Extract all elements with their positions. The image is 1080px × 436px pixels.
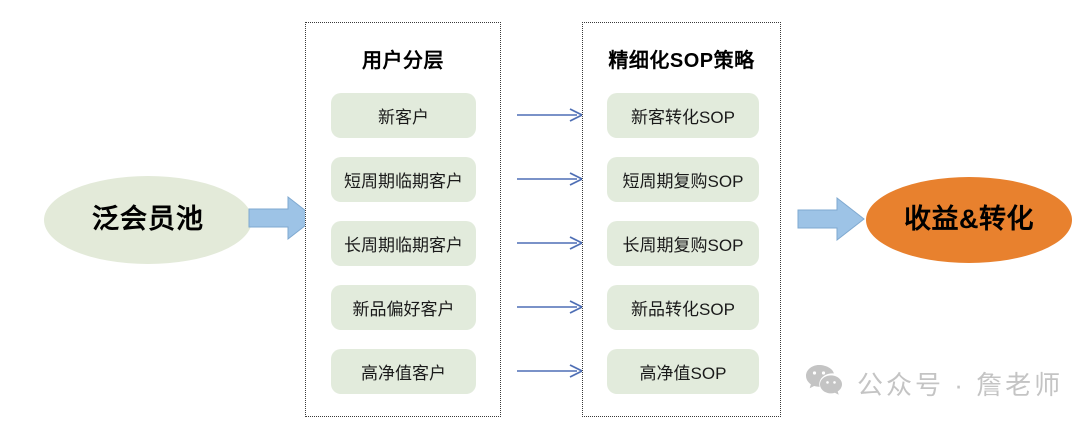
connector-arrow-3 bbox=[517, 236, 585, 250]
panel-sop-title: 精细化SOP策略 bbox=[608, 50, 755, 72]
outcome-ellipse: 收益&转化 bbox=[866, 177, 1072, 263]
panel-sop: 精细化SOP策略 新客转化SOP 短周期复购SOP 长周期复购SOP 新品转化S… bbox=[582, 22, 781, 417]
segment-item-3[interactable]: 长周期临期客户 bbox=[331, 221, 476, 266]
watermark-text: 公众号 · 詹老师 bbox=[857, 370, 1064, 400]
sop-item-2-label: 短周期复购SOP bbox=[622, 172, 744, 191]
connector-arrow-4 bbox=[517, 300, 585, 314]
sop-item-5-label: 高净值SOP bbox=[639, 364, 727, 383]
sop-item-4[interactable]: 新品转化SOP bbox=[607, 285, 759, 330]
sop-item-1-label: 新客转化SOP bbox=[631, 108, 735, 127]
segment-item-5[interactable]: 高净值客户 bbox=[331, 349, 476, 394]
watermark: 公众号 · 詹老师 bbox=[805, 364, 1063, 403]
panel-segmentation-title: 用户分层 bbox=[362, 50, 444, 72]
segment-item-4[interactable]: 新品偏好客户 bbox=[331, 285, 476, 330]
source-ellipse-label: 泛会员池 bbox=[92, 204, 204, 235]
sop-item-4-label: 新品转化SOP bbox=[631, 300, 735, 319]
sop-item-5[interactable]: 高净值SOP bbox=[607, 349, 759, 394]
connector-arrow-5 bbox=[517, 364, 585, 378]
segment-item-5-label: 高净值客户 bbox=[361, 364, 446, 383]
source-ellipse: 泛会员池 bbox=[44, 176, 252, 264]
segment-item-1-label: 新客户 bbox=[378, 108, 429, 127]
segment-item-2[interactable]: 短周期临期客户 bbox=[331, 157, 476, 202]
segment-item-2-label: 短周期临期客户 bbox=[344, 172, 463, 191]
outcome-ellipse-label: 收益&转化 bbox=[904, 204, 1034, 235]
segment-item-3-label: 长周期临期客户 bbox=[344, 236, 463, 255]
wechat-icon bbox=[805, 364, 843, 403]
sop-item-3-label: 长周期复购SOP bbox=[622, 236, 744, 255]
panel-segmentation: 用户分层 新客户 短周期临期客户 长周期临期客户 新品偏好客户 高净值客户 bbox=[305, 22, 501, 417]
intake-block-arrow bbox=[248, 195, 316, 241]
connector-arrow-2 bbox=[517, 172, 585, 186]
sop-item-1[interactable]: 新客转化SOP bbox=[607, 93, 759, 138]
segment-item-4-label: 新品偏好客户 bbox=[352, 300, 455, 319]
segment-item-1[interactable]: 新客户 bbox=[331, 93, 476, 138]
sop-item-2[interactable]: 短周期复购SOP bbox=[607, 157, 759, 202]
outcome-block-arrow bbox=[797, 196, 865, 242]
sop-item-3[interactable]: 长周期复购SOP bbox=[607, 221, 759, 266]
connector-arrow-1 bbox=[517, 108, 585, 122]
